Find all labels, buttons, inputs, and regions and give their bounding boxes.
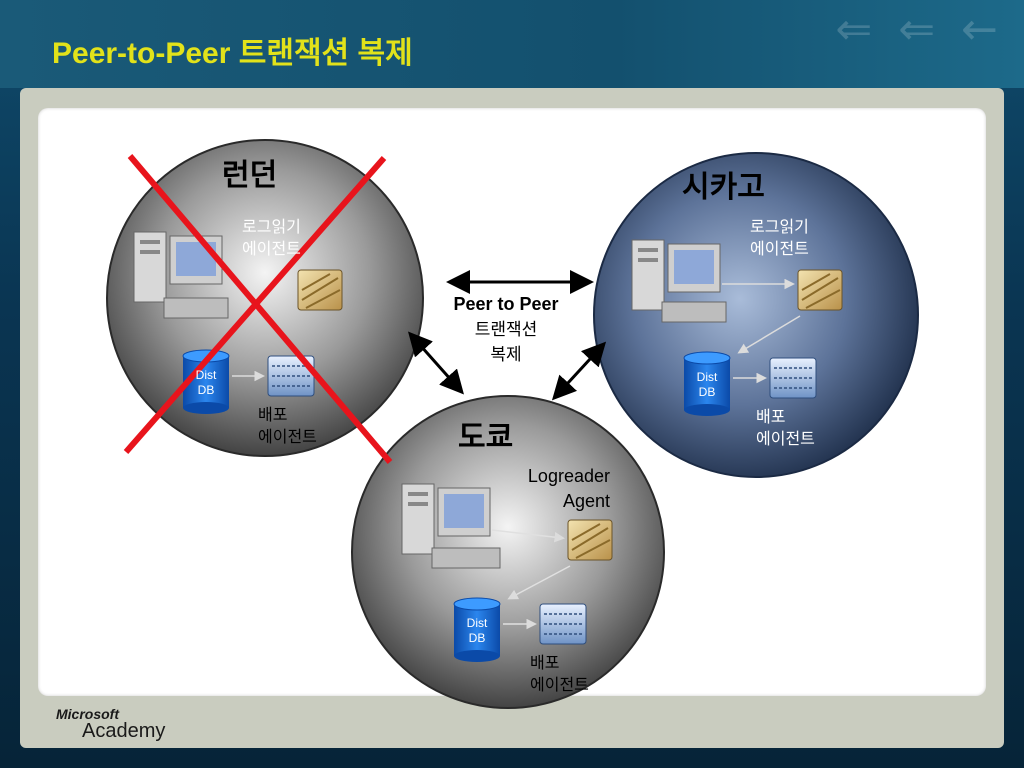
london-logreader-icon <box>297 269 343 311</box>
tokyo-distributor-icon <box>539 603 587 645</box>
chicago-title: 시카고 <box>682 170 765 205</box>
chicago-logreader-icon <box>797 269 843 311</box>
london-distributor-icon <box>267 355 315 397</box>
tokyo-logreader-icon <box>567 519 613 561</box>
tokyo-db-icon <box>453 597 501 662</box>
london-failure-cross-icon <box>123 154 393 464</box>
arrows-decoration-icon: ⇐ ⇐ ← <box>835 4 1004 55</box>
chicago-node <box>593 152 919 478</box>
london-server-icon <box>133 231 229 319</box>
slide-header: ⇐ ⇐ ← <box>0 0 1024 88</box>
london-tokyo-arrow <box>408 331 464 395</box>
peer-to-peer-label: Peer to Peer 트랜잭션 복제 <box>453 294 559 365</box>
chicago-distributor-icon <box>769 357 817 399</box>
tokyo-title: 도쿄 <box>458 420 514 455</box>
tokyo-server-icon <box>401 483 501 569</box>
logo-brand: Microsoft <box>56 706 119 722</box>
chicago-db-icon <box>683 351 731 416</box>
slide-title: Peer-to-Peer 트랜잭션 복제 <box>52 37 413 70</box>
tokyo-node <box>351 395 665 709</box>
logo-product: Academy <box>82 720 166 742</box>
chicago-server-icon <box>631 239 727 323</box>
chicago-tokyo-arrow <box>551 341 607 401</box>
london-title: 런던 <box>222 158 278 193</box>
